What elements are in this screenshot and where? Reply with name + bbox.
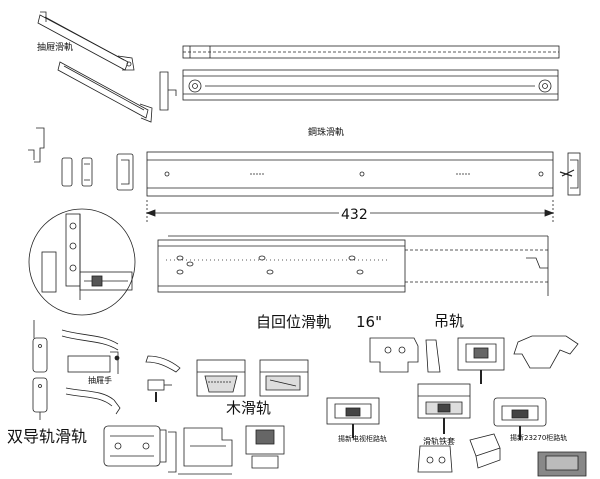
rail-side-view [159, 45, 560, 111]
steel-ball-slide-drawing [146, 151, 581, 197]
small-parts [145, 355, 181, 402]
size-16-label: 16" [356, 313, 382, 331]
double-guide-side-profiles [32, 320, 48, 420]
drawer-handle-drawing [61, 329, 121, 415]
self-return-slide-drawing [157, 235, 549, 296]
slide-hardware-label: 滑轨铁套 [423, 437, 455, 446]
double-guide-slide-label: 双导轨滑轨 [7, 427, 88, 446]
rail-23270-label: 揚新23270柜路轨 [510, 434, 568, 442]
double-guide-profiles [103, 425, 285, 475]
drawer-slide-label: 抽屜滑軌 [37, 43, 74, 53]
detail-circle [28, 208, 136, 316]
self-return-slide-label: 自回位滑軌 [256, 313, 332, 331]
tv-rail-label: 揚新电视柜路轨 [338, 435, 387, 443]
steel-ball-slide-label: 鋼珠滑軌 [308, 128, 345, 138]
dimension-432-label: 432 [339, 207, 370, 223]
wood-slide-drawing [196, 359, 309, 397]
hanging-rail-drawing [369, 335, 579, 384]
wood-slide-label: 木滑轨 [226, 399, 272, 417]
slide-hardware-bottom [417, 433, 587, 477]
end-clip-profiles [28, 127, 134, 191]
tv-rail-drawing [326, 383, 547, 440]
drawer-handle-label: 抽屜手 [88, 376, 112, 385]
hanging-rail-label: 吊轨 [434, 312, 465, 330]
drawer-slide-drawing [37, 11, 153, 123]
